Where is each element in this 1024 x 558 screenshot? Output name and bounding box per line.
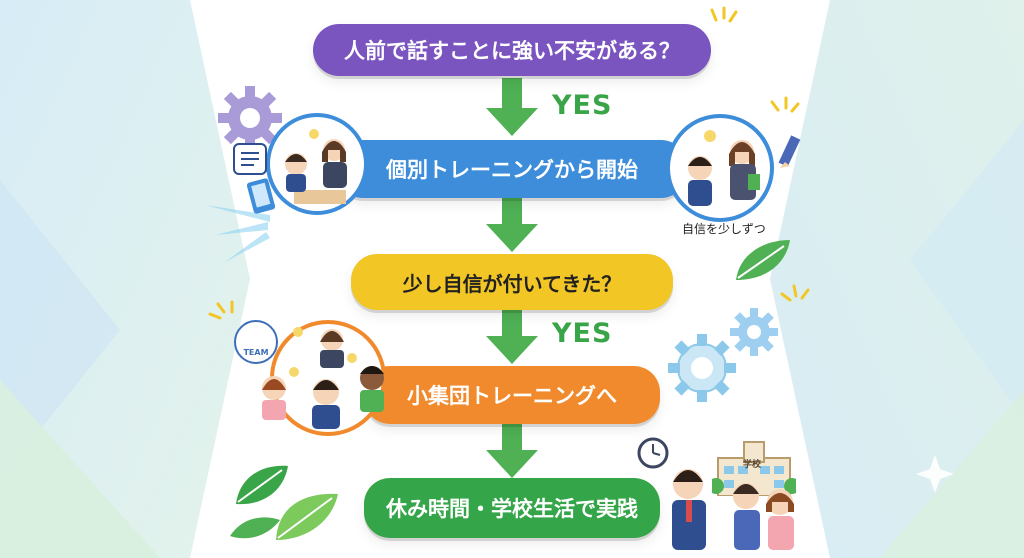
arrow-1 — [486, 78, 538, 136]
gear-small-icon — [730, 308, 778, 356]
pencil-icon — [778, 135, 801, 168]
school-building: 学校 — [712, 440, 796, 496]
step-2-box: 個別トレーニングから開始 — [337, 140, 687, 198]
step-5-box: 休み時間・学校生活で実践 — [364, 478, 660, 538]
sparkle-icon-right — [770, 96, 800, 113]
clock-icon — [637, 437, 669, 469]
individual-training-illustration — [266, 113, 368, 215]
step-3-box: 少し自信が付いてきた？ — [351, 254, 673, 310]
step-4-text: 小集団トレーニングへ — [407, 384, 617, 408]
step-5-text: 休み時間・学校生活で実践 — [386, 497, 638, 521]
step-4-box: 小集団トレーニングへ — [364, 366, 660, 424]
team-badge: TEAM — [234, 320, 278, 364]
notebook-icon — [233, 143, 267, 175]
yes-label-2: YES — [552, 318, 613, 349]
leaves-icon — [230, 465, 338, 540]
step-3-text: 少し自信が付いてきた？ — [402, 271, 622, 296]
gear-large-icon — [668, 334, 736, 402]
step-2-text: 個別トレーニングから開始 — [386, 158, 638, 182]
yes-label-1: YES — [552, 90, 613, 121]
arrow-2 — [486, 196, 538, 252]
sparkle-icon-gear — [780, 284, 810, 302]
sparkle-icon — [710, 6, 738, 23]
arrow-3 — [486, 308, 538, 364]
step-1-box: 人前で話すことに強い不安がある？ — [313, 24, 711, 76]
students-illustration — [672, 469, 794, 550]
sparkle-icon-left — [208, 300, 234, 320]
confidence-note: 自信を少しずつ — [682, 222, 766, 236]
school-sign: 学校 — [743, 460, 762, 470]
arrow-4 — [486, 422, 538, 478]
small-group-illustration — [262, 320, 386, 436]
step-1-text: 人前で話すことに強い不安がある？ — [344, 39, 680, 63]
team-badge-text: TEAM — [243, 348, 269, 357]
teacher-student-illustration — [666, 114, 774, 222]
leaf-icon — [736, 240, 790, 280]
tablet-icon — [246, 178, 276, 214]
